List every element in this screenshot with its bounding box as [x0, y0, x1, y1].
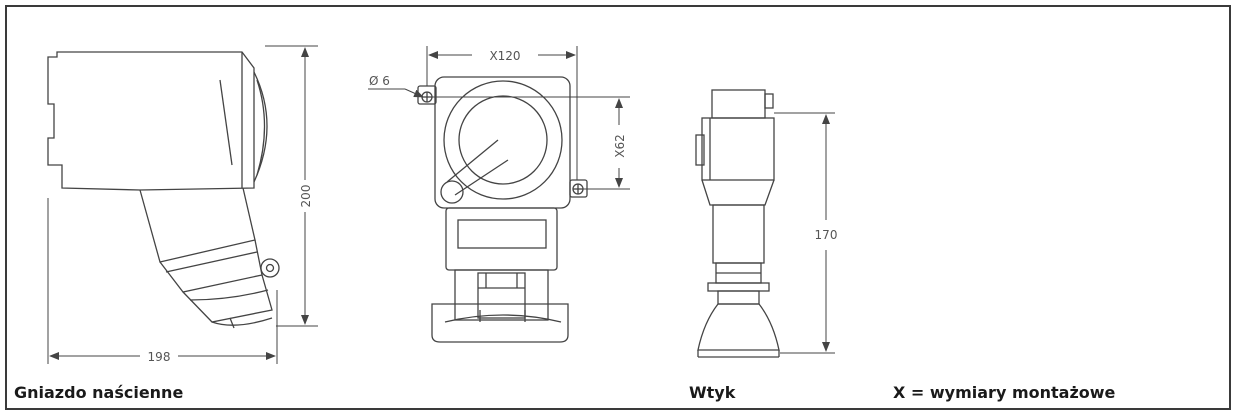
dim-hole-diameter: Ø 6: [369, 74, 390, 88]
drawing-frame: [5, 5, 1231, 410]
dim-mount-vertical: X62: [613, 134, 627, 158]
plug-drawing: [695, 89, 780, 358]
dim-socket-height: 200: [299, 185, 313, 208]
wall-socket-drawing: [47, 51, 280, 329]
plug-dimensions: [774, 112, 835, 354]
caption-plug: Wtyk: [689, 383, 736, 402]
dim-mount-horizontal: X120: [489, 49, 520, 63]
caption-legend: X = wymiary montażowe: [893, 383, 1116, 402]
caption-wall-socket: Gniazdo naścienne: [14, 383, 184, 402]
front-view-drawing: [417, 76, 588, 343]
dim-socket-width: 198: [148, 350, 171, 364]
front-view-dimensions: [368, 46, 630, 190]
wall-socket-dimensions: [47, 45, 318, 364]
dim-plug-height: 170: [815, 228, 838, 242]
